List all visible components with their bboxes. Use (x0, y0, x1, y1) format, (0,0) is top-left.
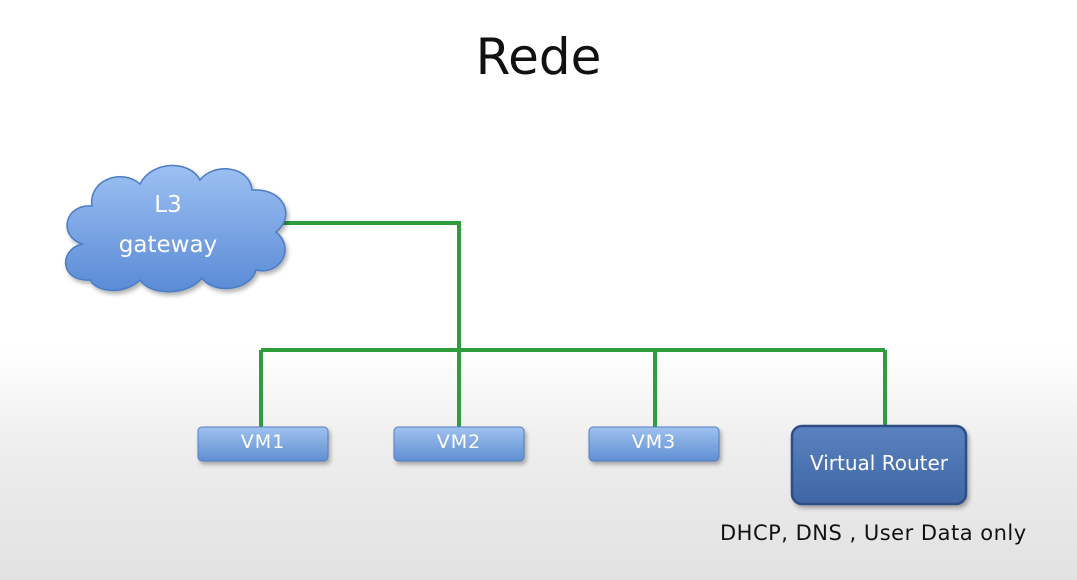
vm1-node: VM1 (197, 426, 329, 462)
gateway-link (282, 221, 461, 350)
vm2-node: VM2 (393, 426, 525, 462)
virtual-router-label: Virtual Router (810, 451, 949, 475)
cloud-label-line1: L3 (154, 192, 181, 218)
network-links (259, 221, 887, 428)
vm3-node: VM3 (588, 426, 720, 462)
vm1-label: VM1 (241, 431, 285, 453)
cloud-label-line2: gateway (119, 232, 217, 258)
slide-title: Rede (475, 28, 602, 86)
virtual-router-node: Virtual Router (790, 424, 968, 506)
l3-gateway-cloud: L3 gateway (65, 164, 287, 293)
cloud-icon (65, 164, 287, 293)
vm3-label: VM3 (632, 431, 676, 453)
router-caption: DHCP, DNS , User Data only (720, 521, 1027, 545)
vm2-label: VM2 (437, 431, 481, 453)
